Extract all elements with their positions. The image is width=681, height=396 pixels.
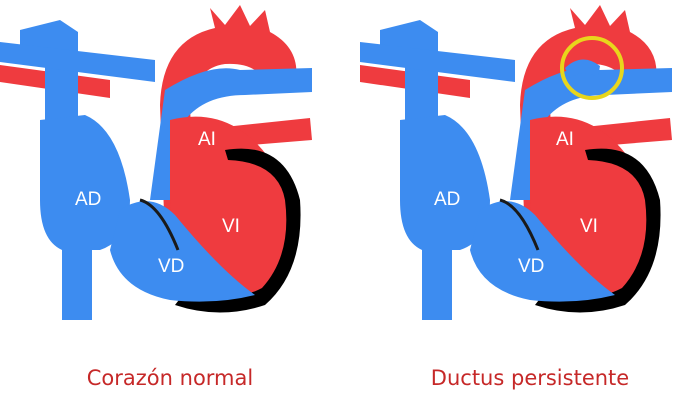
label-right-ventricle: VD xyxy=(518,256,544,277)
panel-normal-heart: AD VD AI VI xyxy=(0,5,312,320)
panel-ductus-heart: AD VD AI VI xyxy=(360,5,672,320)
label-right-atrium: AD xyxy=(75,189,101,210)
label-left-atrium: AI xyxy=(198,129,216,150)
label-left-ventricle: VI xyxy=(580,216,598,237)
label-right-atrium: AD xyxy=(434,189,460,210)
caption-ductus-persistente: Ductus persistente xyxy=(380,362,680,394)
label-right-ventricle: VD xyxy=(158,256,184,277)
label-left-atrium: AI xyxy=(556,129,574,150)
label-left-ventricle: VI xyxy=(222,216,240,237)
caption-normal-heart: Corazón normal xyxy=(40,362,300,394)
